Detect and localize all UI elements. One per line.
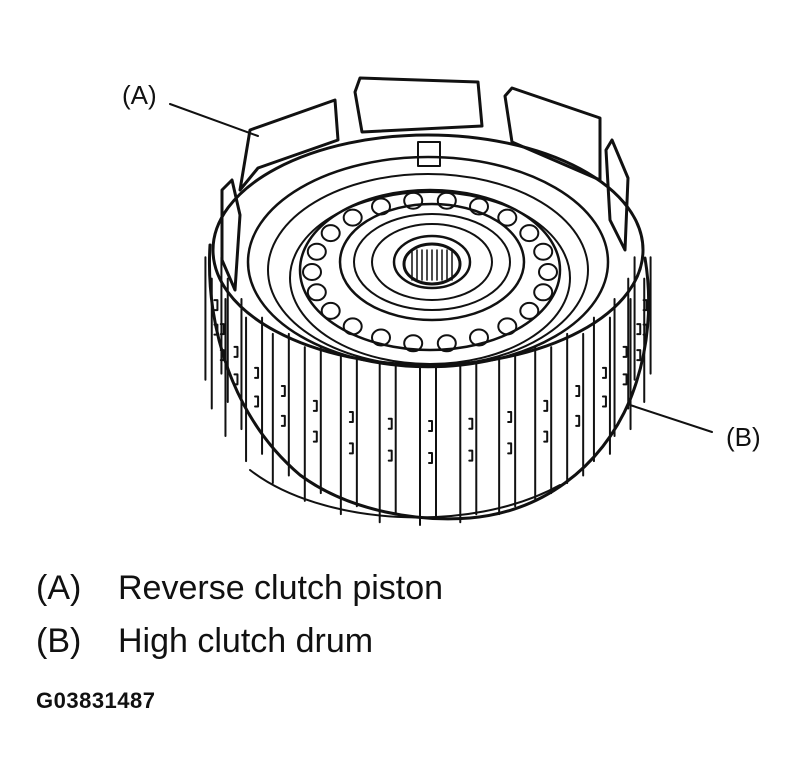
drum-slot — [636, 323, 642, 362]
callout-label-a: (A) — [122, 80, 157, 110]
drum-slot — [642, 299, 648, 336]
drum-slot — [280, 385, 286, 427]
drum-spline — [245, 316, 264, 463]
drum-slot — [312, 399, 318, 443]
hub-tooth — [371, 328, 391, 347]
drum-spline — [633, 256, 652, 381]
drum-spline — [566, 332, 585, 484]
hub-assembly — [298, 188, 562, 353]
hub-tooth — [306, 283, 327, 302]
reverse-clutch-piston — [220, 76, 630, 369]
drum-slot — [468, 417, 474, 462]
hub-tooth — [302, 263, 322, 281]
drum-slot — [233, 345, 239, 386]
drum-slot — [428, 420, 433, 464]
drum-slot — [219, 323, 225, 362]
drum-slot — [507, 410, 513, 455]
drum-spline — [613, 297, 632, 437]
drum-spline — [204, 256, 223, 381]
hub-tooth — [320, 224, 341, 243]
hub-tooth — [469, 197, 489, 216]
hub-tooth — [342, 317, 363, 336]
hub-tooth — [497, 208, 518, 227]
leader-line-a — [169, 103, 259, 137]
callout-label-b: (B) — [726, 422, 761, 452]
drum-spline — [224, 297, 243, 437]
hub-tooth — [403, 191, 424, 210]
drum-slot — [387, 417, 393, 462]
hub-tooth — [342, 208, 363, 227]
drum-slot — [348, 410, 354, 455]
hub-tooth — [533, 242, 554, 261]
high-clutch-drum — [204, 133, 652, 526]
drum-slot — [575, 385, 581, 427]
clutch-assembly-illustration — [169, 76, 713, 526]
drum-spline — [459, 361, 478, 524]
hub-tooth — [469, 328, 489, 347]
drum-spline — [339, 355, 358, 516]
legend-label-a: Reverse clutch piston — [118, 569, 444, 607]
hub-tooth — [306, 242, 327, 261]
drum-spline — [534, 346, 553, 502]
hub-tooth — [497, 317, 518, 336]
drum-spline — [303, 346, 322, 502]
drum-spline — [592, 316, 611, 463]
hub-tooth — [436, 334, 457, 353]
legend-item-b: (B) High clutch drum — [36, 624, 373, 658]
drum-spline — [271, 332, 290, 484]
figure-id: G03831487 — [36, 688, 156, 713]
hub-tooth — [519, 224, 540, 243]
hub-tooth — [533, 283, 554, 302]
drum-slot — [601, 366, 607, 408]
drum-slot — [254, 366, 260, 408]
drum-spline — [419, 364, 437, 526]
hub-tooth — [538, 263, 558, 281]
drum-slot — [213, 299, 219, 336]
legend-key-a: (A) — [36, 569, 82, 607]
hub-tooth — [436, 191, 457, 210]
drum-spline — [378, 361, 397, 524]
legend-key-b: (B) — [36, 622, 82, 660]
drum-slot — [543, 399, 549, 443]
drum-spline — [210, 277, 229, 410]
hub-tooth — [403, 334, 424, 353]
legend-label-b: High clutch drum — [118, 622, 374, 660]
legend-item-a: (A) Reverse clutch piston — [36, 571, 443, 605]
drum-slot — [622, 345, 628, 386]
hub-tooth — [320, 301, 341, 320]
leader-line-b — [629, 404, 713, 433]
drum-spline — [498, 355, 517, 516]
hub-tooth — [519, 301, 540, 320]
